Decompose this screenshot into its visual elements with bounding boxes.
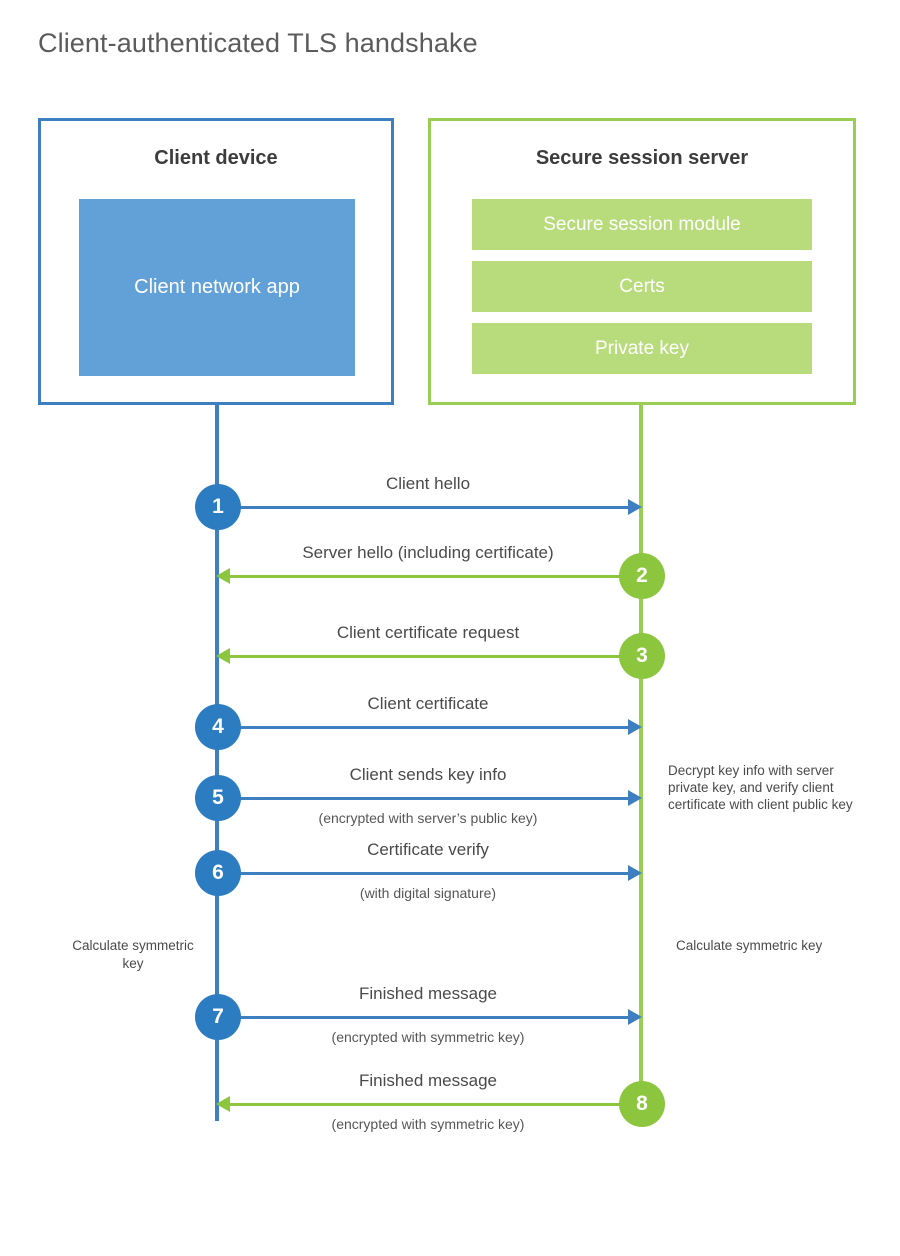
message-arrow-shaft-5 [217, 797, 629, 800]
message-arrow-shaft-6 [217, 872, 629, 875]
server-component-secure-session-module: Secure session module [472, 199, 812, 250]
message-sublabel-6: (with digital signature) [359, 885, 497, 901]
server-component-private-key: Private key [472, 323, 812, 374]
step-badge-4[interactable]: 4 [195, 704, 241, 750]
server-component-certs: Certs [472, 261, 812, 312]
client-device-title: Client device [154, 147, 278, 169]
step-badge-2[interactable]: 2 [619, 553, 665, 599]
server-lifeline [639, 405, 643, 1105]
message-label-1: Client hello [385, 474, 471, 493]
message-label-4: Client certificate [367, 694, 489, 713]
step-badge-6[interactable]: 6 [195, 850, 241, 896]
message-label-6: Certificate verify [367, 840, 489, 859]
server-components-list: Secure session module Certs Private key [472, 199, 812, 374]
server-calculate-symmetric-key-annotation: Calculate symmetric key [676, 938, 823, 953]
step-badge-7[interactable]: 7 [195, 994, 241, 1040]
message-label-7: Finished message [359, 984, 497, 1003]
page-title: Client-authenticated TLS handshake [38, 28, 478, 58]
secure-session-server-box: Secure session server Secure session mod… [428, 118, 856, 405]
message-label-5: Client sends key info [349, 765, 507, 784]
message-sublabel-5: (encrypted with server’s public key) [318, 810, 538, 826]
step-badge-5[interactable]: 5 [195, 775, 241, 821]
message-label-2: Server hello (including certificate) [302, 543, 554, 562]
secure-session-server-title: Secure session server [535, 147, 749, 169]
step-badge-1[interactable]: 1 [195, 484, 241, 530]
message-label-8: Finished message [359, 1071, 497, 1090]
message-arrow-shaft-7 [217, 1016, 629, 1019]
client-device-box: Client device Client network app [38, 118, 394, 405]
message-arrow-shaft-8 [228, 1103, 641, 1106]
message-label-3: Client certificate request [336, 623, 520, 642]
message-arrow-shaft-1 [217, 506, 629, 509]
message-arrow-shaft-3 [228, 655, 641, 658]
message-sublabel-7: (encrypted with symmetric key) [331, 1029, 525, 1045]
server-decrypt-annotation: Decrypt key info with server private key… [668, 763, 853, 812]
client-network-app-block: Client network app [79, 199, 355, 376]
client-calculate-symmetric-key-annotation: Calculate symmetric key [72, 938, 194, 971]
client-lifeline [215, 405, 219, 1121]
message-arrow-shaft-4 [217, 726, 629, 729]
message-arrow-shaft-2 [228, 575, 641, 578]
message-sublabel-8: (encrypted with symmetric key) [331, 1116, 525, 1132]
step-badge-8[interactable]: 8 [619, 1081, 665, 1127]
step-badge-3[interactable]: 3 [619, 633, 665, 679]
